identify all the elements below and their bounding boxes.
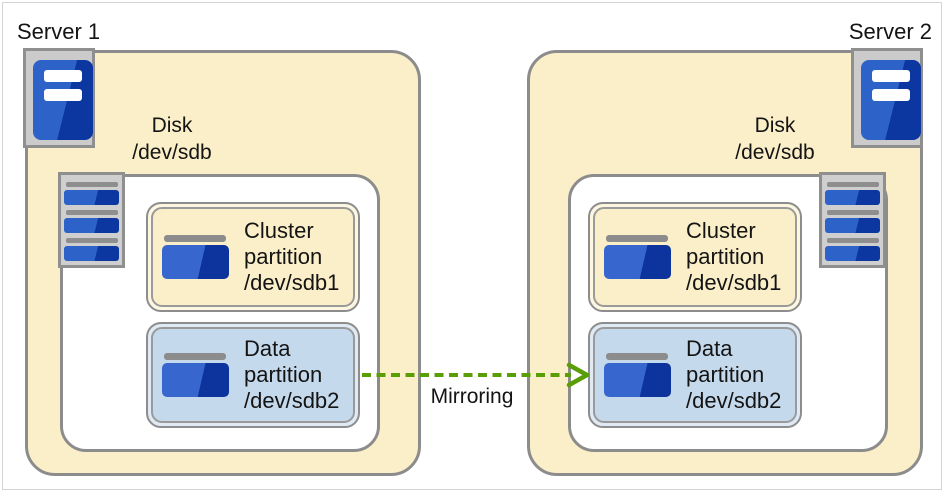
server-tower-icon <box>851 48 923 148</box>
partition-name-line2: partition <box>244 362 323 387</box>
data-partition-box: Data partition /dev/sdb2 <box>588 322 802 428</box>
server-tower-icon <box>23 48 95 148</box>
server2-box: Disk /dev/sdb Cluster partition /dev/s <box>527 48 923 476</box>
disk-stack-drive <box>64 190 119 205</box>
server2-label: Server 2 <box>848 19 932 44</box>
disk-stack-bar <box>826 238 879 243</box>
disk-stack-drive <box>64 218 119 233</box>
partition-name-line1: Data <box>244 336 291 361</box>
disk-stack-drive <box>825 246 880 261</box>
partition-icon <box>604 235 671 279</box>
partition-icon <box>162 353 229 397</box>
server-tower-slot <box>44 89 82 101</box>
partition-icon <box>604 353 671 397</box>
partition-name-line1: Cluster <box>244 218 314 243</box>
disk-label-line1: Disk <box>151 114 193 137</box>
disk-stack-drive <box>825 190 880 205</box>
disk-stack-icon <box>58 172 125 268</box>
partition-text: Cluster partition /dev/sdb1 <box>244 218 339 296</box>
disk-stack-bar <box>65 238 118 243</box>
partition-name-line1: Data <box>686 336 733 361</box>
disk-stack-bar <box>826 182 879 187</box>
partition-device: /dev/sdb2 <box>686 388 782 413</box>
partition-name-line2: partition <box>686 362 765 387</box>
disk-label: Disk /dev/sdb <box>92 112 252 166</box>
partition-text: Data partition /dev/sdb2 <box>686 336 781 414</box>
disk-label-line2: /dev/sdb <box>735 141 815 164</box>
server-tower-slot <box>872 70 910 82</box>
data-partition-box: Data partition /dev/sdb2 <box>146 322 360 428</box>
server-tower-slot <box>872 89 910 101</box>
partition-device: /dev/sdb1 <box>686 270 782 295</box>
mirroring-arrow <box>362 362 590 388</box>
server-tower-slot <box>44 70 82 82</box>
partition-text: Data partition /dev/sdb2 <box>244 336 339 414</box>
disk-stack-bar <box>826 210 879 215</box>
server-tower-body <box>861 60 921 140</box>
partition-name-line2: partition <box>244 244 323 269</box>
disk-label-line1: Disk <box>754 114 796 137</box>
disk-stack-icon <box>819 172 886 268</box>
disk-stack-bar <box>65 210 118 215</box>
partition-icon <box>162 235 229 279</box>
disk-label: Disk /dev/sdb <box>695 112 855 166</box>
disk-stack-bar <box>65 182 118 187</box>
server1-box: Disk /dev/sdb Cluster partition /dev/s <box>23 48 421 476</box>
partition-device: /dev/sdb2 <box>244 388 340 413</box>
mirroring-label: Mirroring <box>430 385 514 408</box>
cluster-partition-box: Cluster partition /dev/sdb1 <box>146 202 360 312</box>
partition-name-line1: Cluster <box>686 218 756 243</box>
partition-text: Cluster partition /dev/sdb1 <box>686 218 781 296</box>
partition-name-line2: partition <box>686 244 765 269</box>
server1-label: Server 1 <box>17 19 101 44</box>
disk-stack-drive <box>64 246 119 261</box>
disk-stack-drive <box>825 218 880 233</box>
disk-label-line2: /dev/sdb <box>132 141 212 164</box>
server-tower-body <box>33 60 93 140</box>
partition-device: /dev/sdb1 <box>244 270 340 295</box>
cluster-partition-box: Cluster partition /dev/sdb1 <box>588 202 802 312</box>
